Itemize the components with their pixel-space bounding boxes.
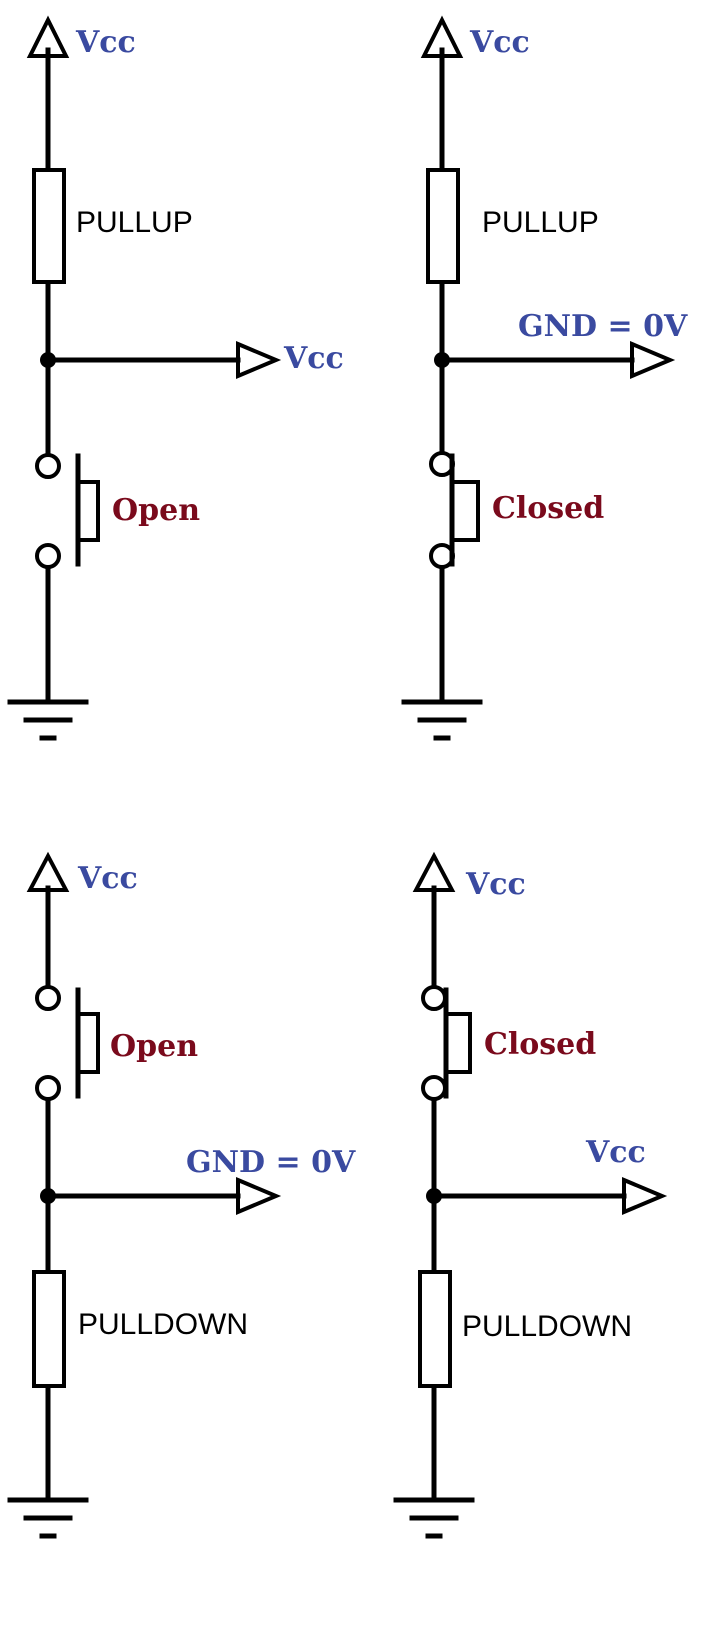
output-label: Vcc <box>585 1135 646 1170</box>
supply-label: Vcc <box>75 25 136 60</box>
ground-icon <box>401 699 483 741</box>
switch-closed-icon <box>421 985 472 1101</box>
resistor-label: PULLDOWN <box>462 1310 632 1343</box>
switch-state-label: Closed <box>484 1027 596 1062</box>
resistor-label: PULLUP <box>482 206 599 239</box>
vcc-arrow-icon <box>26 15 70 171</box>
output-arrow-icon <box>45 1176 282 1216</box>
vcc-arrow-icon <box>420 15 464 171</box>
resistor-icon <box>418 1270 452 1388</box>
switch-open-icon <box>35 453 100 569</box>
vcc-arrow-icon <box>26 851 70 989</box>
circuit-pulldown-open: Vcc Open GND = 0V PULLDOWN <box>7 851 356 1539</box>
switch-open-icon <box>35 985 100 1101</box>
circuit-pulldown-closed: Vcc Closed Vcc PULLDOWN <box>393 851 668 1539</box>
output-label: Vcc <box>283 341 344 376</box>
circuit-pullup-open: Vcc PULLUP Vcc Open <box>7 15 344 741</box>
resistor-icon <box>32 1270 66 1388</box>
ground-icon <box>7 699 89 741</box>
output-label: GND = 0V <box>518 309 688 344</box>
resistor-label: PULLDOWN <box>78 1308 248 1341</box>
output-arrow-icon <box>431 1176 668 1216</box>
ground-icon <box>393 1497 475 1539</box>
supply-label: Vcc <box>77 861 138 896</box>
switch-closed-icon <box>429 451 480 569</box>
resistor-icon <box>32 168 66 284</box>
ground-icon <box>7 1497 89 1539</box>
resistor-label: PULLUP <box>76 206 193 239</box>
output-label: GND = 0V <box>186 1145 356 1180</box>
supply-label: Vcc <box>469 25 530 60</box>
circuit-pullup-closed: Vcc PULLUP GND = 0V Closed <box>401 15 688 741</box>
resistor-icon <box>426 168 460 284</box>
switch-state-label: Open <box>110 1029 198 1064</box>
switch-state-label: Closed <box>492 491 604 526</box>
vcc-arrow-icon <box>412 851 456 989</box>
switch-state-label: Open <box>112 493 200 528</box>
supply-label: Vcc <box>465 867 526 902</box>
output-arrow-icon <box>45 340 282 380</box>
output-arrow-icon <box>439 340 676 380</box>
